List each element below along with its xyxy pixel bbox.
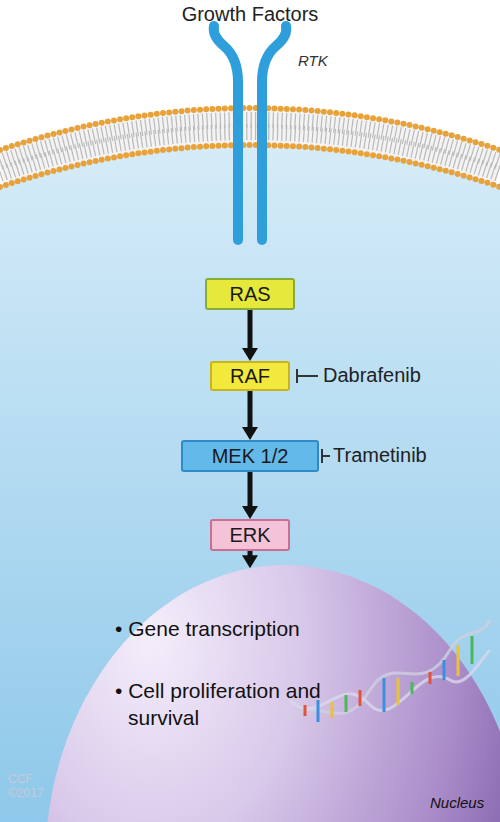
protein-box: MEK 1/2 [181,440,319,472]
drug-label: Dabrafenib [323,364,453,387]
box-label: RAS [229,283,270,306]
arrow-head [242,506,258,519]
box-label: RAF [230,365,270,388]
region-label: Nucleus [430,789,500,816]
diagram-title: Growth Factors [0,3,500,26]
rtk-receptor [214,26,287,240]
pathway-arrow [242,391,258,440]
lipid-heads [0,145,500,187]
box-label: ERK [229,524,270,547]
arrow-shaft [248,310,253,349]
protein-box: RAF [210,361,290,391]
copyright-note: CCF ©2017 [8,772,54,800]
arrow-shaft [248,472,253,507]
pathway-arrow [242,472,258,519]
arrow-head [242,427,258,440]
drug-label: Trametinib [333,444,463,467]
pathway-arrow [242,551,258,568]
protein-box: ERK [210,519,290,551]
lipid-tails [0,132,500,174]
pathway-arrow [242,310,258,361]
receptor-label: RTK [298,52,358,69]
arrow-head [242,348,258,361]
bullet-text: • Cell proliferation and survival [115,677,358,731]
protein-box: RAS [205,278,295,310]
bullet-text: • Gene transcription [115,615,375,642]
box-label: MEK 1/2 [212,445,289,468]
arrow-shaft [248,391,253,428]
